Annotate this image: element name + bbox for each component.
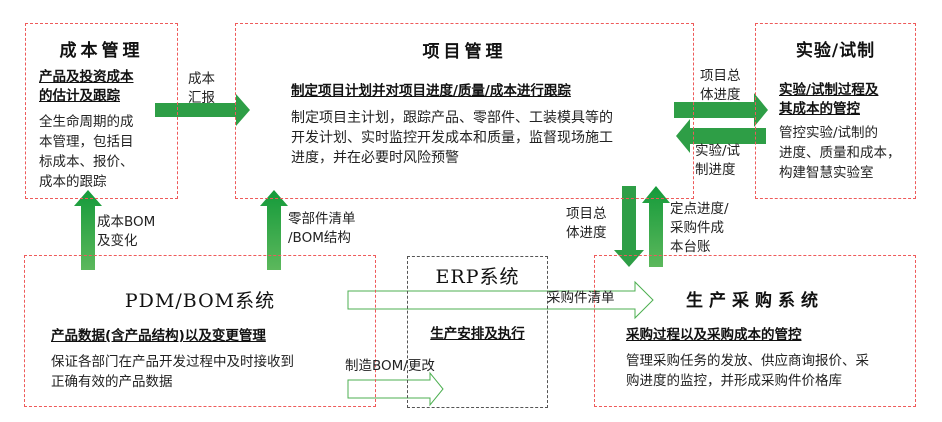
label-line: 定点进度/ <box>670 201 729 217</box>
arrow-cost-report <box>155 94 250 126</box>
label-line: 采购件成 <box>670 220 724 236</box>
cost-management-box: 成本管理 产品及投资成本 的估计及跟踪 全生命周期的成 本管理，包括目 标成本、… <box>25 23 178 199</box>
cost-management-subtitle: 产品及投资成本 的估计及跟踪 <box>39 68 134 106</box>
desc-line: 进度、质量和成本， <box>779 145 901 161</box>
desc-line: 开发计划、实时监控开发成本和质量，监督现场施工 <box>291 130 613 146</box>
pdm-bom-desc: 保证各部门在产品开发过程中及时接收到 正确有效的产品数据 <box>51 352 294 392</box>
arrow-project-progress-down <box>614 186 644 267</box>
desc-line: 成本的跟踪 <box>39 174 107 190</box>
production-purchase-desc: 管理采购任务的发放、供应商询报价、采 购进度的监控，并形成采购件价格库 <box>626 351 869 391</box>
label-trial-progress-left: 实验/试 制进度 <box>695 142 740 180</box>
label-line: 实验/试 <box>695 143 741 159</box>
label-line: 本台账 <box>670 239 711 255</box>
label-line: 体进度 <box>566 225 607 241</box>
project-management-box: 项目管理 制定项目计划并对项目进度/质量/成本进行跟踪 制定项目主计划，跟踪产品… <box>235 23 694 199</box>
trial-production-box: 实验/试制 实验/试制过程及 其成本的管控 管控实验/试制的 进度、质量和成本，… <box>755 23 916 199</box>
label-line: 汇报 <box>188 90 215 106</box>
label-line: 及变化 <box>97 233 138 249</box>
desc-line: 本管理，包括目 <box>39 134 134 150</box>
desc-line: 管控实验/试制的 <box>779 125 879 141</box>
erp-box: ERP系统 生产安排及执行 <box>407 256 548 408</box>
label-line: 项目总 <box>566 206 607 222</box>
arrow-project-to-trial <box>674 93 768 127</box>
arrow-fixed-point-up <box>642 186 670 267</box>
label-cost-bom: 成本BOM 及变化 <box>97 213 155 251</box>
desc-line: 管理采购任务的发放、供应商询报价、采 <box>626 353 869 369</box>
subtitle-line: 其成本的管控 <box>779 101 860 117</box>
desc-line: 保证各部门在产品开发过程中及时接收到 <box>51 354 294 370</box>
erp-subtitle: 生产安排及执行 <box>430 326 525 342</box>
arrow-trial-to-project <box>676 119 766 153</box>
project-management-title: 项目管理 <box>422 42 507 62</box>
pdm-bom-subtitle: 产品数据(含产品结构)以及变更管理 <box>51 328 266 344</box>
label-cost-report: 成本 汇报 <box>188 70 215 108</box>
pdm-bom-title: PDM/BOM系统 <box>124 290 276 312</box>
desc-line: 进度，并在必要时风险预警 <box>291 150 459 166</box>
production-purchase-box: 生产采购系统 采购过程以及采购成本的管控 管理采购任务的发放、供应商询报价、采 … <box>594 255 916 407</box>
subtitle-line: 实验/试制过程及 <box>779 82 879 98</box>
cost-management-desc: 全生命周期的成 本管理，包括目 标成本、报价、 成本的跟踪 <box>39 112 134 192</box>
label-line: 项目总 <box>700 68 741 84</box>
production-purchase-subtitle: 采购过程以及采购成本的管控 <box>626 327 802 343</box>
trial-production-title: 实验/试制 <box>795 41 876 61</box>
project-management-desc: 制定项目主计划，跟踪产品、零部件、工装模具等的 开发计划、实时监控开发成本和质量… <box>291 108 613 168</box>
label-purchase-list: 采购件清单 <box>547 290 615 306</box>
subtitle-line: 的估计及跟踪 <box>39 88 120 104</box>
label-project-progress-down: 项目总 体进度 <box>566 205 607 243</box>
label-line: /BOM结构 <box>288 230 351 246</box>
label-parts-bom: 零部件清单 /BOM结构 <box>288 210 356 248</box>
label-mfg-bom: 制造BOM/更改 <box>345 358 435 374</box>
arrow-purchase-list <box>347 280 654 320</box>
pdm-bom-box: PDM/BOM系统 产品数据(含产品结构)以及变更管理 保证各部门在产品开发过程… <box>24 255 376 407</box>
production-purchase-title: 生产采购系统 <box>686 291 824 311</box>
desc-line: 全生命周期的成 <box>39 114 134 130</box>
desc-line: 构建智慧实验室 <box>779 165 874 181</box>
trial-production-desc: 管控实验/试制的 进度、质量和成本， 构建智慧实验室 <box>779 123 901 183</box>
arrow-mfg-bom <box>347 371 444 407</box>
label-fixed-point-progress: 定点进度/ 采购件成 本台账 <box>670 200 729 257</box>
trial-production-subtitle: 实验/试制过程及 其成本的管控 <box>779 81 878 119</box>
erp-title: ERP系统 <box>435 266 520 288</box>
project-management-subtitle: 制定项目计划并对项目进度/质量/成本进行跟踪 <box>291 83 571 99</box>
subtitle-line: 产品及投资成本 <box>39 69 134 85</box>
desc-line: 购进度的监控，并形成采购件价格库 <box>626 373 842 389</box>
desc-line: 正确有效的产品数据 <box>51 374 173 390</box>
label-line: 零部件清单 <box>288 211 356 227</box>
desc-line: 制定项目主计划，跟踪产品、零部件、工装模具等的 <box>291 110 613 126</box>
label-line: 制进度 <box>695 162 736 178</box>
label-line: 成本 <box>188 71 215 87</box>
label-line: 体进度 <box>700 87 741 103</box>
arrow-parts-bom-up <box>260 190 288 270</box>
label-line: 成本BOM <box>97 214 156 230</box>
desc-line: 标成本、报价、 <box>39 154 134 170</box>
label-project-progress-right: 项目总 体进度 <box>700 67 741 105</box>
arrow-cost-bom-up <box>74 190 102 270</box>
cost-management-title: 成本管理 <box>59 41 144 61</box>
